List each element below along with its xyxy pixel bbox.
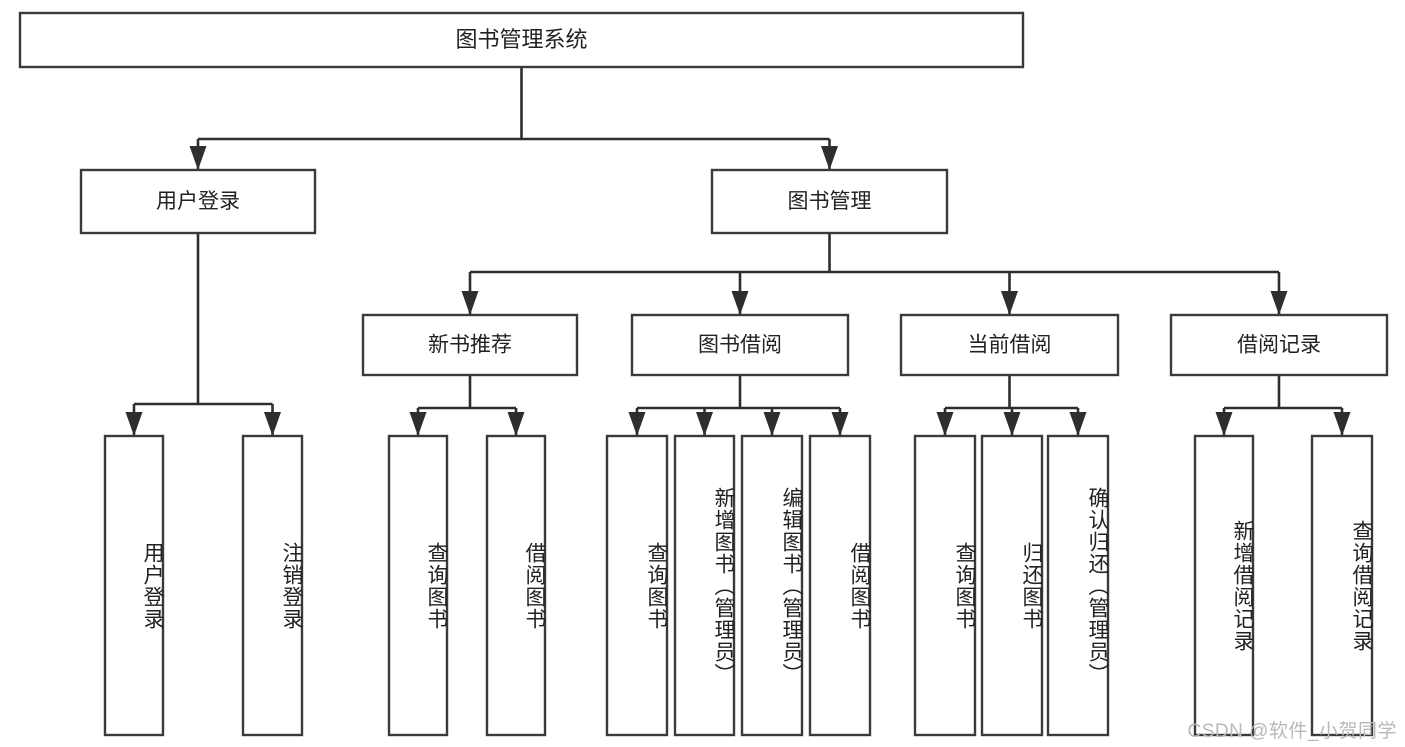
arrow-head-icon [936,412,954,436]
node-leaf-user-login[interactable] [103,434,165,737]
node-borrow-record[interactable] [1169,313,1389,377]
arrow-head-icon [1003,412,1021,436]
node-book-borrow[interactable] [630,313,850,377]
arrow-head-icon [507,412,525,436]
node-leaf-return-book[interactable] [980,434,1044,737]
node-leaf-logout-login[interactable] [241,434,304,737]
node-user-login[interactable] [79,168,317,235]
arrow-head-icon [461,291,479,315]
node-current-borrow-label: 当前借阅 [968,334,1052,357]
arrow-head-icon [1001,291,1018,315]
arrow-head-icon [821,146,838,170]
arrow-head-icon [1333,412,1351,436]
node-book-management[interactable] [710,168,949,235]
node-leaf-query-book-current[interactable] [913,434,977,737]
node-root-label: 图书管理系统 [455,27,587,52]
node-new-book-recommend[interactable] [361,313,579,377]
node-new-book-recommend-label: 新书推荐 [428,334,512,357]
arrow-head-icon [1215,412,1233,436]
arrow-head-icon [763,412,781,436]
node-leaf-add-borrow-record[interactable] [1193,434,1255,737]
arrow-head-icon [831,412,849,436]
node-leaf-query-book-borrow[interactable] [605,434,669,737]
arrow-head-icon [1069,412,1087,436]
node-leaf-add-book-admin[interactable] [673,434,736,737]
node-borrow-record-label: 借阅记录 [1237,334,1321,357]
node-book-borrow-label: 图书借阅 [698,334,782,357]
arrow-head-icon [409,412,427,436]
node-leaf-borrow-book[interactable] [808,434,872,737]
node-current-borrow[interactable] [899,313,1120,377]
boxes-layer [18,11,1389,737]
node-user-login-label: 用户登录 [156,190,240,213]
node-leaf-edit-book-admin[interactable] [740,434,804,737]
node-leaf-borrow-book-recommend[interactable] [485,434,547,737]
arrow-head-icon [264,412,281,436]
node-leaf-confirm-return-admin[interactable] [1046,434,1110,737]
node-root[interactable] [18,11,1025,69]
node-leaf-query-book-recommend[interactable] [387,434,449,737]
arrow-head-icon [696,412,713,436]
arrow-head-icon [189,146,207,170]
arrow-head-icon [125,412,143,436]
watermark-text: CSDN @软件_小贺同学 [1187,721,1397,742]
connectors-layer [125,67,1351,436]
arrow-head-icon [1270,291,1288,315]
arrow-head-icon [731,291,749,315]
node-leaf-query-borrow-record[interactable] [1310,434,1374,737]
arrow-head-icon [628,412,646,436]
node-book-management-label: 图书管理 [788,190,872,213]
